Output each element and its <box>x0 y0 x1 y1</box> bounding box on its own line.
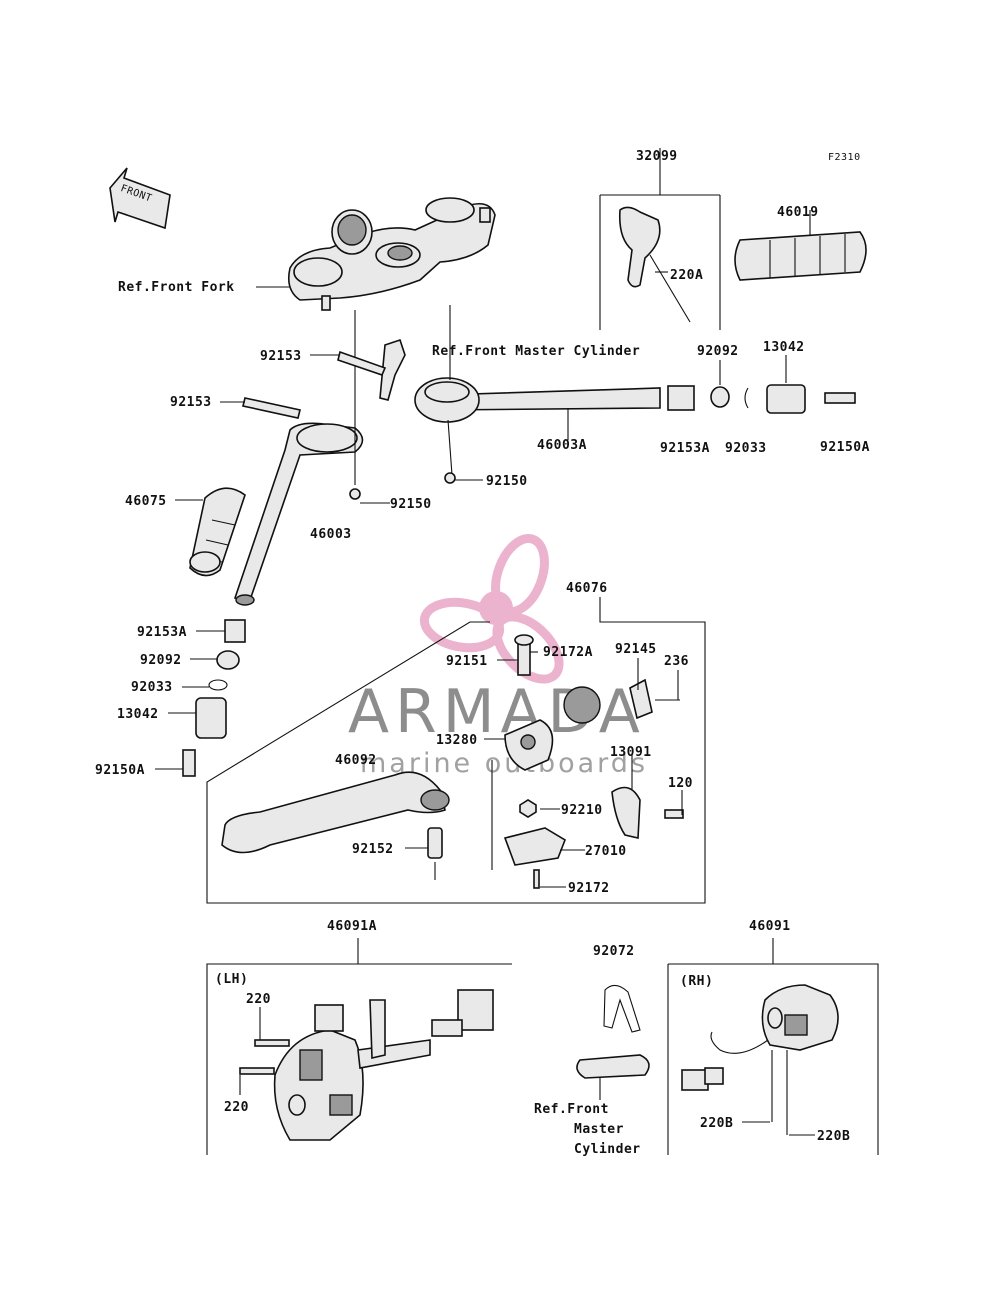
label-92092-top: 92092 <box>697 344 739 359</box>
label-92151: 92151 <box>446 654 488 669</box>
label-92172: 92172 <box>568 881 610 896</box>
label-13042-left: 13042 <box>117 707 159 722</box>
label-46019: 46019 <box>777 205 819 220</box>
left-bar-end-parts <box>182 619 246 777</box>
label-ref-front-fork: Ref.Front Fork <box>118 280 235 295</box>
front-arrow-icon: FRONT <box>109 167 171 230</box>
right-bar-end-parts <box>667 355 856 414</box>
label-92153A-top: 92153A <box>660 441 710 456</box>
label-27010: 27010 <box>585 844 627 859</box>
label-46092: 46092 <box>335 753 377 768</box>
label-92033-left: 92033 <box>131 680 173 695</box>
figure-code: F2310 <box>828 152 861 163</box>
label-92033-top: 92033 <box>725 441 767 456</box>
watermark-brand: ARMADA <box>348 677 646 747</box>
label-master: Master <box>574 1122 624 1137</box>
label-46091: 46091 <box>749 919 791 934</box>
label-92150-b: 92150 <box>390 497 432 512</box>
front-brake-lever <box>599 148 721 330</box>
left-handlebar-grip <box>189 487 246 577</box>
upper-triple-clamp <box>287 197 496 311</box>
label-13042-top: 13042 <box>763 340 805 355</box>
label-92153-b: 92153 <box>170 395 212 410</box>
label-220A: 220A <box>670 268 703 283</box>
label-46091A: 46091A <box>327 919 377 934</box>
leader-lines <box>155 271 815 1136</box>
label-92092-left: 92092 <box>140 653 182 668</box>
label-92153-a: 92153 <box>260 349 302 364</box>
label-46076: 46076 <box>566 581 608 596</box>
cable-band <box>576 984 650 1100</box>
label-220B-a: 220B <box>700 1116 733 1131</box>
label-220B-b: 220B <box>817 1129 850 1144</box>
label-220-a: 220 <box>246 992 271 1007</box>
left-handlebar <box>233 310 387 606</box>
label-220-b: 220 <box>224 1100 249 1115</box>
label-rh: (RH) <box>680 974 713 989</box>
label-92150A-left: 92150A <box>95 763 145 778</box>
clutch-lever-assembly <box>206 597 706 904</box>
label-92210: 92210 <box>561 803 603 818</box>
label-236: 236 <box>664 654 689 669</box>
label-46075: 46075 <box>125 494 167 509</box>
label-92172A: 92172A <box>543 645 593 660</box>
right-handlebar-grip <box>734 210 867 281</box>
label-lh: (LH) <box>215 972 248 987</box>
label-92150-a: 92150 <box>486 474 528 489</box>
watermark-propeller-icon <box>419 534 564 684</box>
label-120: 120 <box>668 776 693 791</box>
label-46003: 46003 <box>310 527 352 542</box>
label-13280: 13280 <box>436 733 478 748</box>
label-46003A: 46003A <box>537 438 587 453</box>
label-92153A-left: 92153A <box>137 625 187 640</box>
label-ref-front-master-cylinder: Ref.Front Master Cylinder <box>432 344 640 359</box>
label-92072: 92072 <box>593 944 635 959</box>
label-cylinder: Cylinder <box>574 1142 641 1157</box>
label-92150A-top: 92150A <box>820 440 870 455</box>
label-92152: 92152 <box>352 842 394 857</box>
right-hand-switch-housing <box>667 938 879 1155</box>
right-handlebar <box>379 305 661 484</box>
label-92145: 92145 <box>615 642 657 657</box>
left-hand-switch-housing <box>206 938 512 1155</box>
label-32099: 32099 <box>636 149 678 164</box>
label-13091: 13091 <box>610 745 652 760</box>
label-ref-front: Ref.Front <box>534 1102 609 1117</box>
